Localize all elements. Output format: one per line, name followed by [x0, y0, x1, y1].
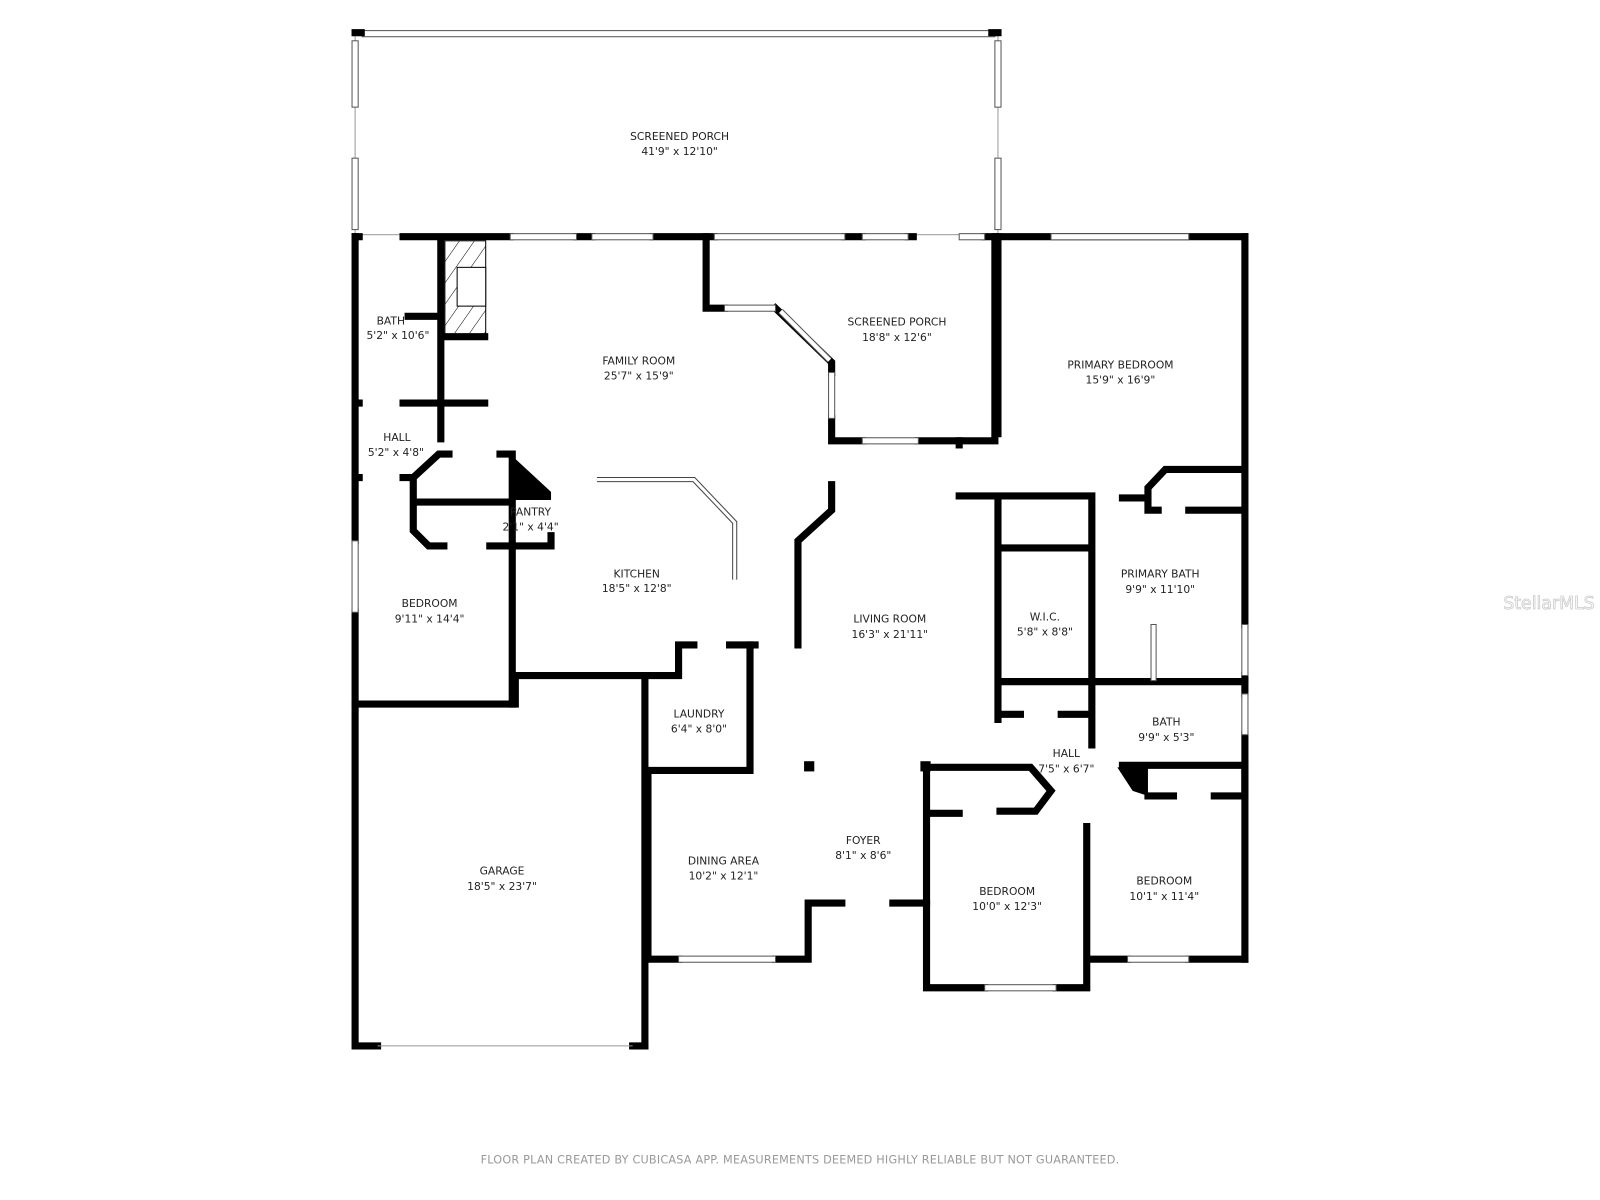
svg-text:9'9" x 11'10": 9'9" x 11'10"	[1125, 583, 1195, 596]
svg-text:10'0" x 12'3": 10'0" x 12'3"	[972, 900, 1042, 913]
walls	[351, 233, 1249, 1050]
svg-text:PANTRY: PANTRY	[510, 505, 551, 518]
svg-text:FAMILY ROOM: FAMILY ROOM	[602, 354, 675, 367]
svg-text:10'1" x 11'4": 10'1" x 11'4"	[1129, 890, 1199, 903]
room-label-primary-bath: PRIMARY BATH 9'9" x 11'10"	[1121, 568, 1200, 596]
svg-text:6'4" x 8'0": 6'4" x 8'0"	[671, 723, 727, 736]
room-label-garage: GARAGE 18'5" x 23'7"	[467, 864, 537, 892]
footer-disclaimer: FLOOR PLAN CREATED BY CUBICASA APP. MEAS…	[481, 1153, 1120, 1166]
room-label-dining-area: DINING AREA 10'2" x 12'1"	[688, 854, 760, 882]
svg-text:PRIMARY BEDROOM: PRIMARY BEDROOM	[1067, 358, 1173, 371]
room-label-screened-porch-inner: SCREENED PORCH 18'8" x 12'6"	[847, 316, 946, 344]
svg-text:BATH: BATH	[377, 314, 405, 327]
room-label-screened-porch-outer: SCREENED PORCH 41'9" x 12'10"	[630, 130, 729, 158]
svg-text:9'11" x 14'4": 9'11" x 14'4"	[395, 612, 465, 625]
svg-text:LIVING ROOM: LIVING ROOM	[853, 612, 926, 625]
svg-text:PRIMARY BATH: PRIMARY BATH	[1121, 568, 1200, 581]
svg-text:LAUNDRY: LAUNDRY	[674, 707, 725, 720]
svg-text:BEDROOM: BEDROOM	[1136, 875, 1192, 888]
screened-porch-outline	[351, 29, 1002, 236]
svg-text:KITCHEN: KITCHEN	[614, 568, 660, 581]
room-label-laundry: LAUNDRY 6'4" x 8'0"	[671, 707, 727, 735]
room-label-hall-left: HALL 5'2" x 4'8"	[368, 431, 424, 459]
svg-text:25'7" x 15'9": 25'7" x 15'9"	[604, 370, 674, 383]
svg-text:18'5" x 12'8": 18'5" x 12'8"	[602, 582, 672, 595]
svg-text:BATH: BATH	[1152, 716, 1180, 729]
room-label-bedroom-middle: BEDROOM 10'0" x 12'3"	[972, 885, 1042, 913]
svg-text:BEDROOM: BEDROOM	[402, 597, 458, 610]
svg-text:7'5" x 6'7": 7'5" x 6'7"	[1038, 762, 1094, 775]
svg-text:HALL: HALL	[1053, 747, 1080, 760]
svg-text:18'8" x 12'6": 18'8" x 12'6"	[862, 331, 932, 344]
room-label-bath-right: BATH 9'9" x 5'3"	[1138, 716, 1194, 744]
svg-text:41'9" x 12'10": 41'9" x 12'10"	[641, 145, 718, 158]
svg-text:5'2" x 4'8": 5'2" x 4'8"	[368, 446, 424, 459]
room-label-bath-left: BATH 5'2" x 10'6"	[366, 314, 429, 341]
room-label-bedroom-right: BEDROOM 10'1" x 11'4"	[1129, 875, 1199, 903]
svg-text:FOYER: FOYER	[846, 834, 881, 847]
svg-text:HALL: HALL	[383, 431, 410, 444]
svg-text:GARAGE: GARAGE	[480, 864, 525, 877]
room-label-living-room: LIVING ROOM 16'3" x 21'11"	[852, 612, 929, 640]
svg-text:10'2" x 12'1": 10'2" x 12'1"	[689, 870, 759, 883]
svg-text:SCREENED PORCH: SCREENED PORCH	[847, 316, 946, 329]
room-label-foyer: FOYER 8'1" x 8'6"	[835, 834, 891, 862]
watermark: StellarMLS	[1503, 594, 1594, 614]
room-labels: SCREENED PORCH 41'9" x 12'10" BATH 5'2" x …	[366, 130, 1199, 913]
svg-text:5'2" x 10'6": 5'2" x 10'6"	[366, 329, 429, 342]
room-label-wic: W.I.C. 5'8" x 8'8"	[1017, 610, 1073, 638]
svg-text:8'1" x 8'6": 8'1" x 8'6"	[835, 849, 891, 862]
svg-text:9'9" x 5'3": 9'9" x 5'3"	[1138, 731, 1194, 744]
svg-text:2'1" x 4'4": 2'1" x 4'4"	[503, 521, 559, 534]
room-label-primary-bedroom: PRIMARY BEDROOM 15'9" x 16'9"	[1067, 358, 1173, 386]
room-label-bedroom-left: BEDROOM 9'11" x 14'4"	[395, 597, 465, 625]
room-label-family-room: FAMILY ROOM 25'7" x 15'9"	[602, 354, 675, 382]
svg-text:5'8" x 8'8": 5'8" x 8'8"	[1017, 626, 1073, 639]
room-label-hall-right: HALL 7'5" x 6'7"	[1038, 747, 1094, 775]
svg-text:BEDROOM: BEDROOM	[979, 885, 1035, 898]
svg-text:DINING AREA: DINING AREA	[688, 854, 760, 867]
svg-text:15'9" x 16'9": 15'9" x 16'9"	[1086, 374, 1156, 387]
svg-text:16'3" x 21'11": 16'3" x 21'11"	[852, 628, 929, 641]
room-label-pantry: PANTRY 2'1" x 4'4"	[503, 505, 559, 533]
svg-text:SCREENED PORCH: SCREENED PORCH	[630, 130, 729, 143]
svg-text:18'5" x 23'7": 18'5" x 23'7"	[467, 880, 537, 893]
svg-text:W.I.C.: W.I.C.	[1030, 610, 1060, 623]
